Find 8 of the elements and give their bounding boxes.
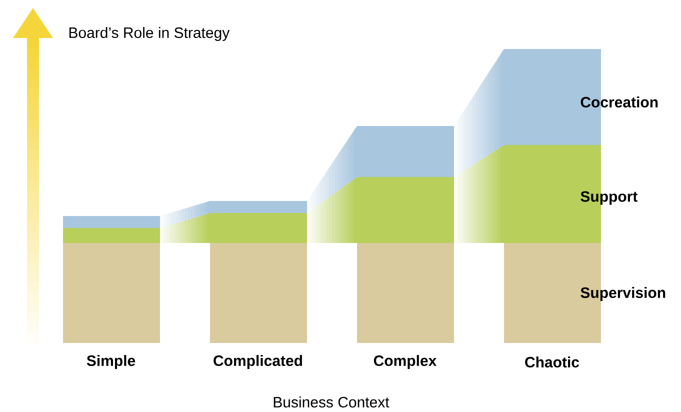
axis-label: Chaotic — [525, 356, 580, 368]
axis-label: Supervision — [580, 287, 666, 301]
axis-label: Complex — [374, 355, 437, 369]
axis-label: Cocreation — [580, 96, 658, 108]
axis-label: Board’s Role in Strategy — [69, 27, 230, 41]
axis-label: Complicated — [214, 355, 302, 369]
axis-label: Business Context — [274, 396, 390, 408]
axis-label: Simple — [86, 355, 136, 369]
